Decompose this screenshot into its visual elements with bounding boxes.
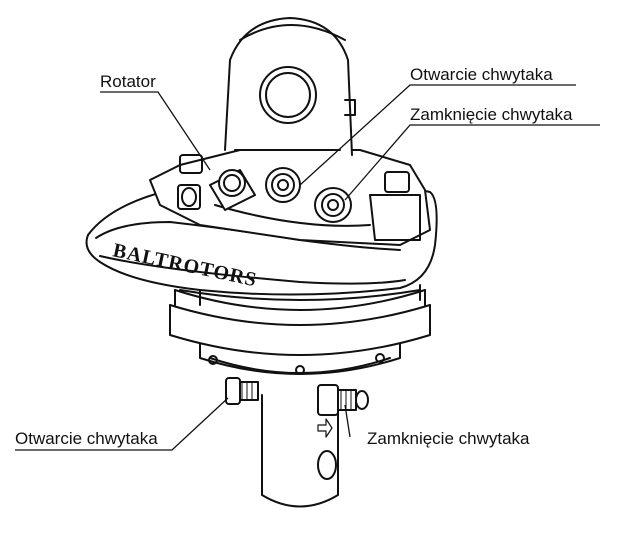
- leader-lines: [15, 84, 600, 451]
- upper-fitting-3: [265, 167, 301, 203]
- lower-fitting-left: [225, 377, 259, 405]
- label-bottom-open: Otwarcie chwytaka: [15, 429, 158, 448]
- label-top-open: Otwarcie chwytaka: [410, 65, 553, 84]
- label-top-close: Zamknięcie chwytaka: [410, 105, 573, 124]
- label-bottom-close: Zamknięcie chwytaka: [367, 429, 530, 448]
- lower-shaft: [261, 394, 339, 508]
- upper-fitting-2: [209, 169, 256, 211]
- lower-fitting-right: [317, 384, 369, 416]
- label-rotator: Rotator: [100, 72, 156, 91]
- upper-fitting-1: [177, 184, 201, 210]
- bottom-housing: [169, 289, 431, 375]
- upper-fitting-4: [314, 187, 352, 223]
- mounting-eye: [224, 17, 356, 156]
